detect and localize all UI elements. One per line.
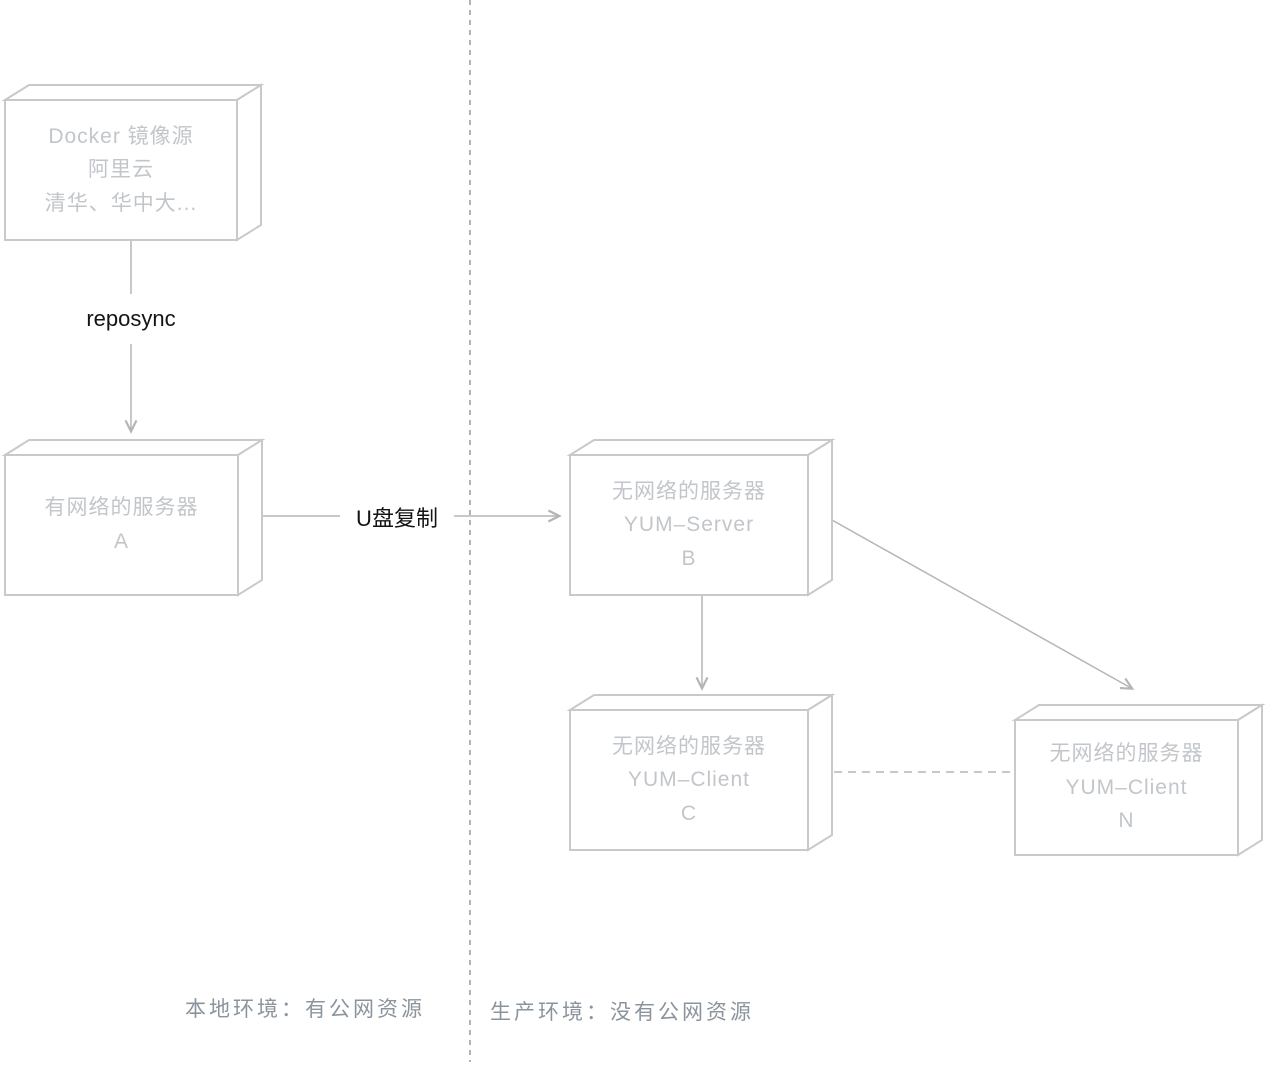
node-mirror-source-line-1: Docker 镜像源 (48, 124, 194, 148)
node-server-a-line-2: A (113, 530, 129, 553)
footer-production-environment: 生产环境：没有公网资源 (490, 1001, 754, 1024)
node-yum-server-b-line-3: B (681, 546, 697, 570)
node-yum-client-c-line-2: YUM–Client (627, 768, 751, 792)
yum-server-b-box-shape (566, 438, 836, 597)
node-yum-client-c-line-3: C (680, 801, 698, 825)
node-mirror-source-line-3: 清华、华中大... (44, 191, 198, 215)
node-yum-server-b-line-1: 无网络的服务器 (612, 479, 766, 503)
yum-client-n-box-shape (1011, 703, 1266, 857)
node-mirror-source: Docker 镜像源 阿里云 清华、华中大... (5, 100, 237, 240)
node-yum-server-b-line-2: YUM–Server (623, 513, 755, 537)
node-server-a-line-1: 有网络的服务器 (44, 496, 199, 520)
node-yum-client-c-line-1: 无网络的服务器 (612, 734, 766, 758)
edge-label-reposync: reposync (70, 294, 192, 344)
node-yum-client-n: 无网络的服务器 YUM–Client N (1015, 720, 1238, 855)
node-server-a: 有网络的服务器 A (5, 455, 238, 595)
mirror-source-box-shape (1, 83, 265, 242)
server-a-box-shape (1, 438, 266, 597)
footer-local-environment: 本地环境：有公网资源 (185, 998, 425, 1021)
node-mirror-source-line-2: 阿里云 (88, 158, 154, 182)
node-yum-client-n-line-3: N (1118, 809, 1135, 833)
node-yum-client-n-line-2: YUM–Client (1065, 775, 1188, 799)
node-yum-server-b: 无网络的服务器 YUM–Server B (570, 455, 808, 595)
node-yum-client-c: 无网络的服务器 YUM–Client C (570, 710, 808, 850)
edge-b-to-n-arrow (831, 519, 1135, 690)
yum-client-c-box-shape (566, 693, 836, 852)
node-yum-client-n-line-1: 无网络的服务器 (1049, 742, 1204, 766)
edge-label-usb-copy: U盘复制 (340, 489, 454, 545)
